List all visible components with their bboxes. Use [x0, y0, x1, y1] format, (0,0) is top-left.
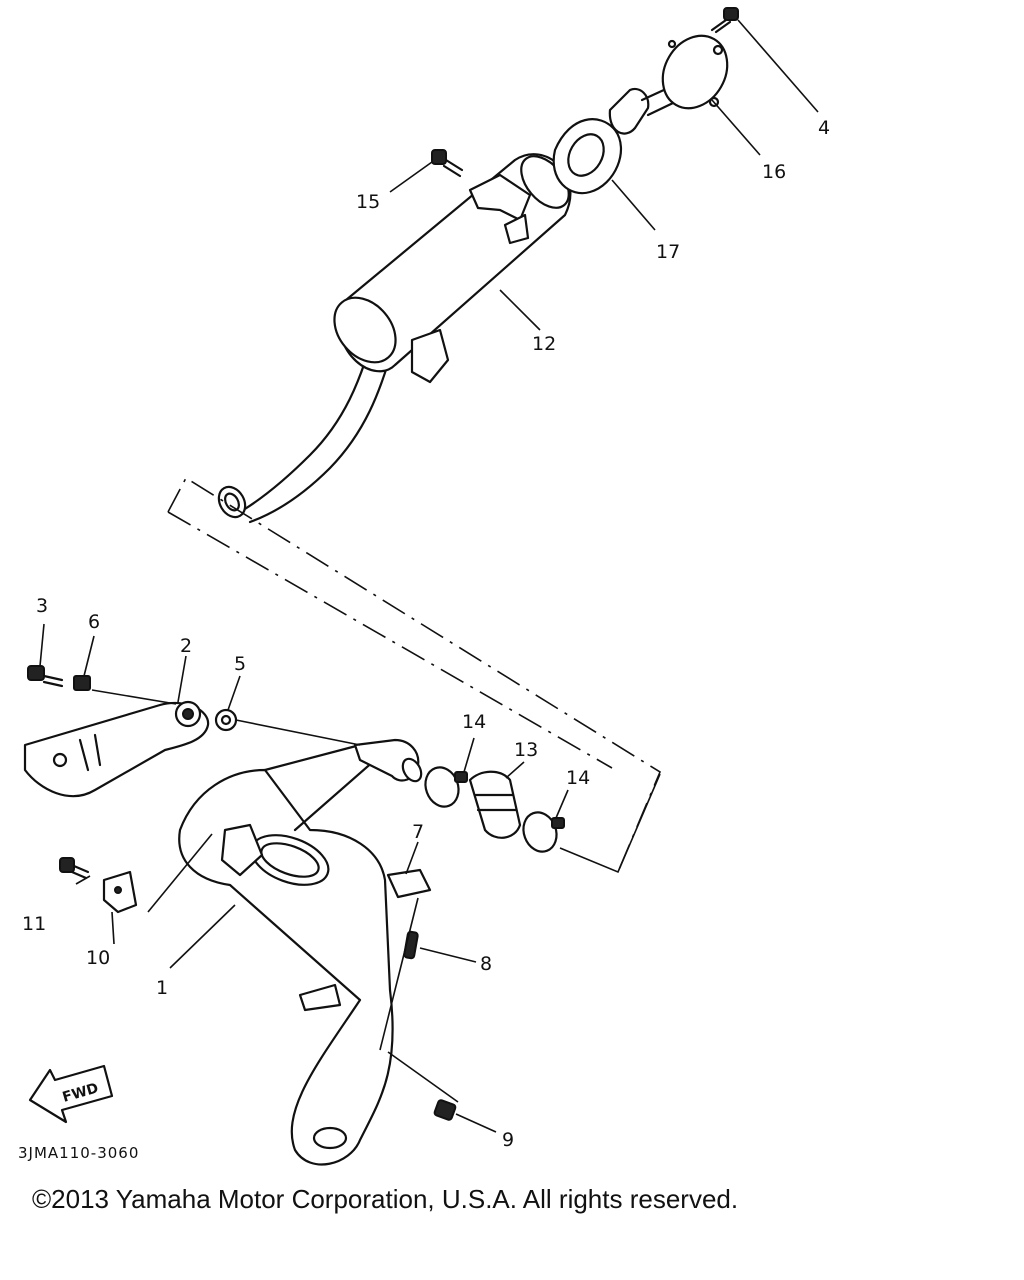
- clamp-14-lower: [522, 811, 565, 853]
- callout-12: 12: [532, 333, 556, 355]
- forward-direction-arrow: FWD: [28, 1064, 114, 1124]
- callout-9: 9: [502, 1129, 514, 1151]
- bolt-11: [59, 857, 90, 880]
- exhaust-joint: [468, 770, 522, 839]
- washer-5: [214, 708, 238, 732]
- silencer-assembly: [217, 153, 572, 524]
- bracket-10: [102, 870, 138, 914]
- callout-5: 5: [234, 653, 246, 675]
- callout-8: 8: [480, 953, 492, 975]
- callout-14-lower: 14: [566, 767, 590, 789]
- callout-16: 16: [762, 161, 786, 183]
- gasket: [552, 118, 623, 195]
- clamp-14-upper: [424, 766, 468, 808]
- bolt-15: [431, 149, 464, 178]
- end-cap-spark-arrester: [608, 34, 729, 135]
- callout-numbers: 1 2 3 4 5 6 7 8 9 10 11 12 13 14 14 15 1…: [22, 117, 830, 1151]
- callout-14-upper: 14: [462, 711, 486, 733]
- callout-3: 3: [36, 595, 48, 617]
- nut-9: [433, 1099, 457, 1121]
- expansion-chamber: [178, 738, 423, 1166]
- copyright-notice: ©2013 Yamaha Motor Corporation, U.S.A. A…: [32, 1184, 739, 1214]
- nut-6: [73, 675, 91, 691]
- callout-15: 15: [356, 191, 380, 213]
- bolt-4: [710, 7, 739, 34]
- callout-1: 1: [156, 977, 168, 999]
- callout-2: 2: [180, 635, 192, 657]
- callout-13: 13: [514, 739, 538, 761]
- callout-11: 11: [22, 913, 46, 935]
- bolt-3: [27, 665, 64, 688]
- assembly-dash-outline: [167, 476, 662, 873]
- bracket: [23, 700, 210, 798]
- callout-6: 6: [88, 611, 100, 633]
- callout-4: 4: [818, 117, 830, 139]
- callout-7: 7: [412, 821, 424, 843]
- callout-10: 10: [86, 947, 110, 969]
- damper-7: [386, 868, 432, 899]
- diagram-code: 3JMA110-3060: [18, 1144, 139, 1162]
- leader-lines: [39, 19, 819, 1133]
- callout-17: 17: [656, 241, 680, 263]
